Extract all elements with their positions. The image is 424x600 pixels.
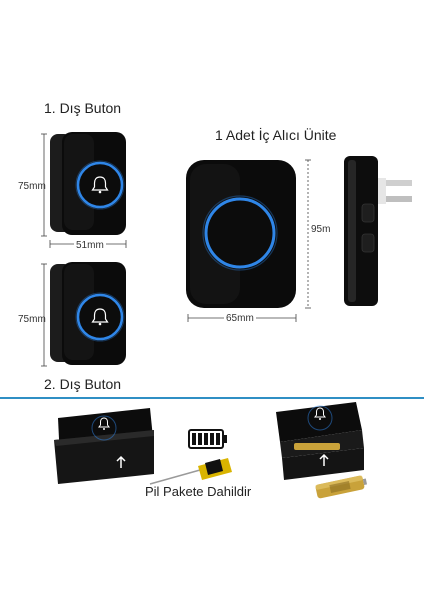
dim-button-1-height: 75mm (18, 181, 46, 192)
battery-icon (188, 429, 227, 449)
bell-icon (91, 308, 109, 326)
bell-icon (98, 417, 110, 430)
dim-button-width: 51mm (74, 240, 106, 251)
dim-unit-height: 95m (311, 224, 331, 235)
label-battery-included: Pil Pakete Dahildir (145, 484, 252, 499)
bell-icon (91, 176, 109, 194)
label-outer-button-1: 1. Dış Buton (44, 100, 122, 116)
section-divider (0, 397, 424, 399)
dim-unit-width: 65mm (224, 313, 256, 324)
label-indoor-unit: 1 Adet İç Alıcı Ünite (215, 127, 337, 143)
dim-button-2-height: 75mm (18, 314, 46, 325)
bell-icon (314, 407, 326, 420)
label-outer-button-2: 2. Dış Buton (44, 376, 122, 392)
